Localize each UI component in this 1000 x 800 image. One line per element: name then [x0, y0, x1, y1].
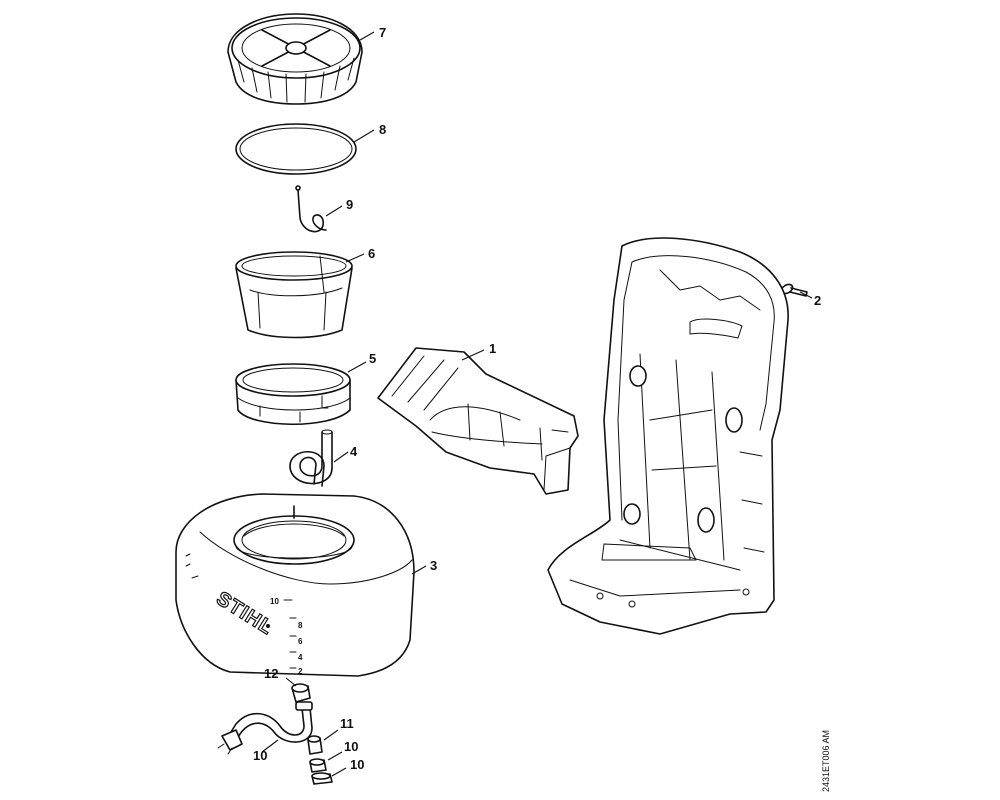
callout-10: 10: [350, 757, 364, 772]
tank-scale-mark: 8: [298, 621, 303, 630]
callout-5: 5: [369, 351, 376, 366]
callout-1: 1: [489, 341, 496, 356]
callout-12: 11: [340, 716, 354, 731]
tank-scale-mark: 10: [270, 597, 279, 606]
part-12-sleeve: [307, 729, 339, 755]
callout-11: 10: [253, 748, 267, 763]
part-13-elbow: [285, 677, 311, 703]
callout-13: 12: [264, 666, 278, 681]
tank-scale-mark: 2: [298, 667, 303, 676]
callout-10: 10: [344, 739, 358, 754]
document-id: 2431ET006 AM: [821, 730, 831, 792]
callout-2: 2: [814, 293, 821, 308]
part-2-screw: [780, 283, 813, 299]
part-9-retainer: [295, 185, 343, 233]
callout-6: 6: [368, 246, 375, 261]
part-10-nozzle-a: [309, 751, 343, 773]
part-5-clamp-ring: [235, 361, 367, 426]
part-3-tank: STIHL 10 8 6 4 2: [175, 493, 427, 677]
callout-4: 4: [350, 444, 358, 459]
tank-scale-mark: 4: [298, 653, 303, 662]
callout-8: 8: [379, 122, 386, 137]
part-8-gasket: [235, 123, 375, 175]
tank-scale-mark: 6: [298, 637, 303, 646]
callout-7: 7: [379, 25, 386, 40]
callout-3: 3: [430, 558, 437, 573]
part-11-outlet-hose: [217, 701, 313, 755]
part-4-hose: [289, 429, 349, 487]
callout-9: 9: [346, 197, 353, 212]
part-7-filler-cap: [227, 13, 375, 105]
part-1-bracket: [377, 347, 579, 495]
part-6-strainer: [235, 251, 365, 339]
backplate-frame: [547, 237, 789, 635]
part-10-nozzle-b: [311, 767, 347, 785]
